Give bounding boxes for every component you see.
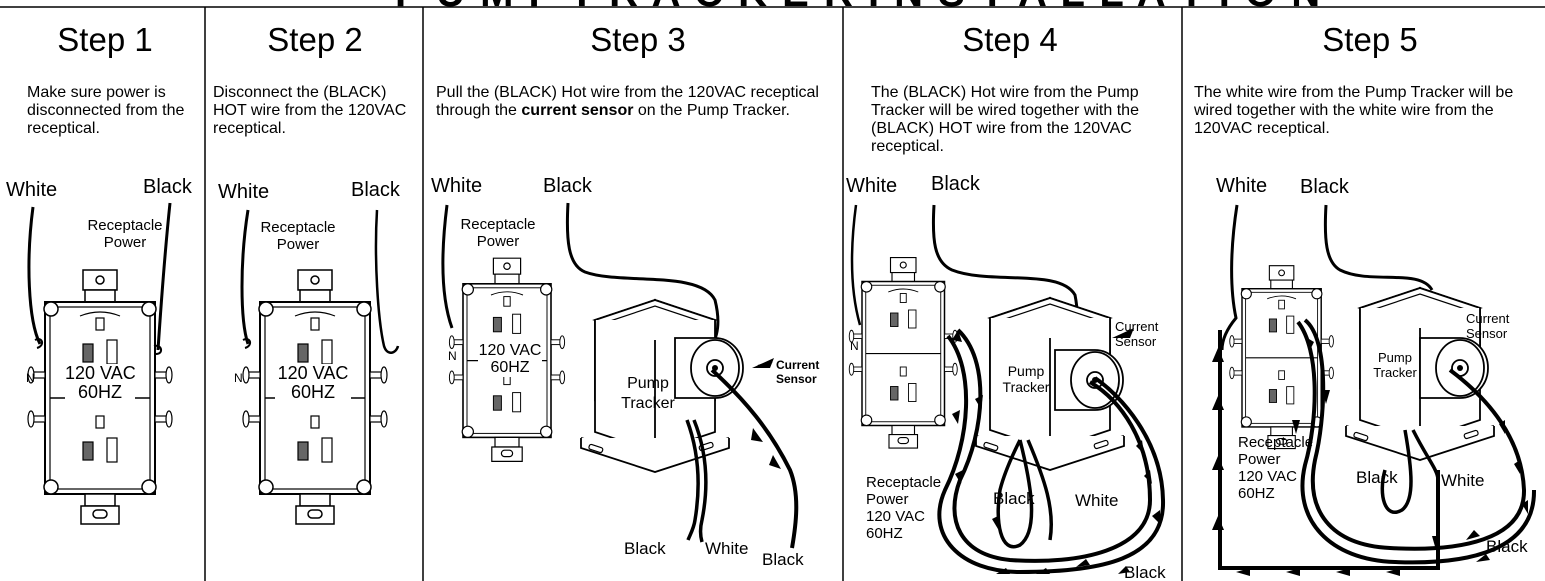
step3-lead-black: Black: [624, 539, 666, 558]
step4-n-label: N: [850, 339, 859, 353]
step2-black-label: Black: [351, 179, 400, 201]
step2-receptacle-line2: Power: [276, 236, 320, 253]
step5-power-line4: 60HZ: [1238, 485, 1275, 502]
step5-lead-black: Black: [1356, 468, 1398, 487]
step5-black-label: Black: [1300, 176, 1349, 198]
step5-power-label: Receptacle Power 120 VAC 60HZ: [1238, 434, 1313, 502]
step4-pump-line1: Pump: [1007, 363, 1045, 379]
step1-n-label: N: [26, 371, 35, 385]
step1-text: Make sure power is disconnected from the…: [27, 84, 185, 137]
step5-out-black: Black: [1486, 537, 1528, 556]
step2-white-label: White: [218, 181, 270, 203]
step5-power-line1: Receptacle: [1238, 434, 1314, 451]
step4-pump-line2: Tracker: [1002, 379, 1050, 395]
step4-black-label: Black: [931, 173, 980, 195]
step3-pump-line1: Pump: [627, 375, 669, 392]
step2-volt-label: 120 VAC 60HZ: [275, 364, 351, 402]
step4-white-label: White: [846, 175, 898, 197]
step3-pump-line2: Tracker: [621, 395, 675, 412]
step4-pump-label: Pump Tracker: [996, 363, 1056, 395]
step4-title: Step 4: [962, 21, 1058, 58]
page-title: P U M P T R A C K E R I N S T A L L A T …: [395, 0, 1322, 14]
step3-lead-white: White: [705, 539, 749, 558]
step1-hz: 60HZ: [77, 381, 122, 402]
step5-pump-line1: Pump: [1378, 350, 1412, 365]
step2-receptacle-label: Receptacle Power: [258, 219, 338, 253]
step3-hz: 60HZ: [490, 358, 530, 376]
step2-text: Disconnect the (BLACK) HOT wire from the…: [213, 84, 407, 137]
step1-receptacle-line1: Receptacle: [87, 217, 163, 234]
step2-volt: 120 VAC: [277, 363, 349, 383]
step4-text: The (BLACK) Hot wire from the Pump Track…: [871, 84, 1139, 155]
step2-hz: 60HZ: [290, 381, 335, 402]
step1-receptacle-line2: Power: [103, 234, 147, 251]
step3-receptacle-line1: Receptacle: [460, 216, 536, 233]
step3-volt: 120 VAC: [478, 342, 542, 359]
step3-sensor-line2: Sensor: [776, 372, 817, 386]
step3-volt-label: 120 VAC 60HZ: [478, 342, 542, 377]
step1-title: Step 1: [57, 21, 153, 58]
step5-power-line2: Power: [1238, 451, 1281, 468]
step4-sensor-line2: Sensor: [1115, 334, 1157, 349]
step5-pump-line2: Tracker: [1373, 365, 1417, 380]
step2-receptacle-line1: Receptacle: [260, 219, 336, 236]
step1-volt: 120 VAC: [65, 363, 136, 383]
step3-sensor-label: Current Sensor: [776, 358, 819, 386]
step1-black-label: Black: [143, 176, 192, 198]
step5-lead-white: White: [1441, 471, 1485, 490]
step3-text-bold: current sensor: [521, 102, 634, 119]
step1-volt-label: 120 VAC 60HZ: [65, 363, 136, 402]
step5-white-label: White: [1216, 175, 1268, 197]
step4-sensor-line1: Current: [1115, 319, 1159, 334]
step3-n-label: N: [448, 349, 457, 363]
step3-black-label: Black: [543, 175, 592, 197]
step4-lead-black: Black: [993, 489, 1035, 508]
step5-power-line3: 120 VAC: [1238, 468, 1297, 485]
step3-sensor-line1: Current: [776, 358, 820, 372]
step5-sensor-label: Current Sensor: [1466, 311, 1509, 341]
step4-power-line1: Receptacle: [866, 474, 942, 491]
step5-text: The white wire from the Pump Tracker wil…: [1194, 84, 1514, 137]
step4-power-line4: 60HZ: [866, 525, 903, 542]
step3-white-label: White: [431, 175, 483, 197]
step5-sensor-line1: Current: [1466, 311, 1510, 326]
step5-pump-label: Pump Tracker: [1365, 350, 1425, 380]
step1-receptacle-label: Receptacle Power: [85, 217, 165, 251]
step5-title: Step 5: [1322, 21, 1418, 58]
step3-out-black: Black: [762, 550, 804, 569]
step1-white-label: White: [6, 179, 58, 201]
step4-out-black: Black: [1124, 563, 1166, 581]
step5-sensor-line2: Sensor: [1466, 326, 1508, 341]
step3-title: Step 3: [590, 21, 686, 58]
step3-pump-label: Pump Tracker: [618, 374, 678, 414]
step3-text-post: on the Pump Tracker.: [633, 102, 790, 119]
step4-power-line3: 120 VAC: [866, 508, 925, 525]
step3-receptacle-label: Receptacle Power: [458, 216, 538, 250]
step3-receptacle-line2: Power: [476, 233, 520, 250]
step2-title: Step 2: [267, 21, 363, 58]
step4-sensor-label: Current Sensor: [1115, 319, 1158, 349]
step4-lead-white: White: [1075, 491, 1119, 510]
step2-n-label: N: [234, 371, 243, 385]
step3-text-pre: Pull the (BLACK) Hot wire from the 120VA…: [436, 84, 819, 119]
step4-power-label: Receptacle Power 120 VAC 60HZ: [866, 474, 941, 542]
step4-power-line2: Power: [866, 491, 909, 508]
step3-text: Pull the (BLACK) Hot wire from the 120VA…: [436, 84, 826, 120]
